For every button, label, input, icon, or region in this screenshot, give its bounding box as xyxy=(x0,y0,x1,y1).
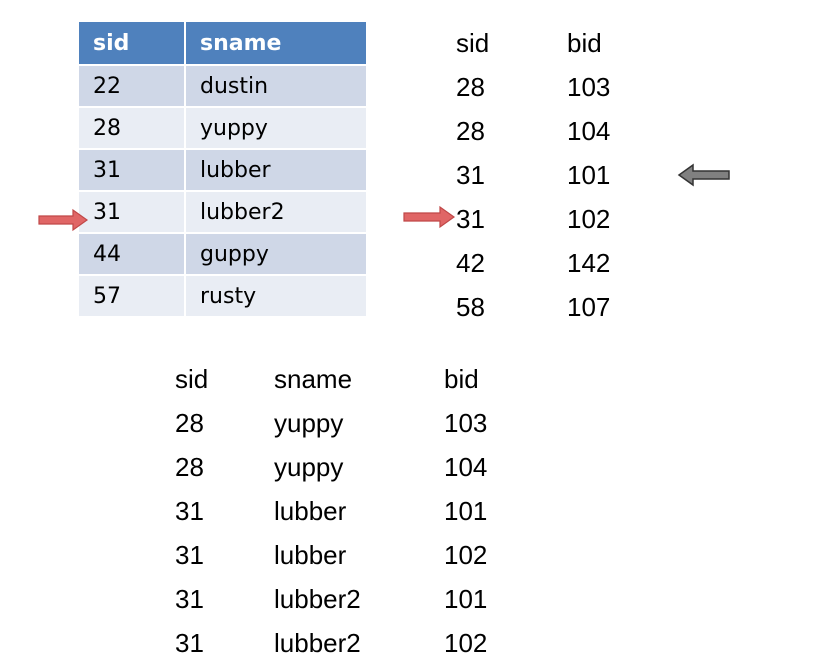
reserves-cell-sid: 28 xyxy=(456,71,485,102)
reserves-cell-sid: 31 xyxy=(456,159,485,190)
reserves-cell-bid: 102 xyxy=(567,203,611,234)
sailors-header-sid: sid xyxy=(77,20,186,66)
result-cell-sid: 28 xyxy=(175,407,204,438)
table-row: 44 guppy xyxy=(77,232,368,276)
result-header-bid: bid xyxy=(444,363,479,394)
sailors-cell-sid: 44 xyxy=(77,232,186,276)
table-row: 31 101 xyxy=(456,153,647,197)
reserves-cell-sid: 28 xyxy=(456,115,485,146)
table-row: 31 lubber2 xyxy=(77,190,368,234)
sailors-cell-sname: guppy xyxy=(184,232,368,276)
sailors-cell-sname: lubber2 xyxy=(184,190,368,234)
result-cell-bid: 101 xyxy=(444,495,488,526)
reserves-cell-bid: 101 xyxy=(567,159,611,190)
reserves-header-sid: sid xyxy=(456,27,490,58)
table-row: 28 yuppy 103 xyxy=(175,401,524,445)
reserves-cell-sid: 31 xyxy=(456,203,485,234)
table-row: 28 103 xyxy=(456,65,647,109)
reserves-header-bid: bid xyxy=(567,27,602,58)
result-header-sid: sid xyxy=(175,363,209,394)
table-row: 28 yuppy xyxy=(77,106,368,150)
result-cell-bid: 102 xyxy=(444,539,488,570)
gray-arrow-icon xyxy=(677,163,730,187)
reserves-cell-sid: 58 xyxy=(456,291,485,322)
sailors-cell-sid: 22 xyxy=(77,64,186,108)
result-cell-bid: 104 xyxy=(444,451,488,482)
table-row: 31 lubber xyxy=(77,148,368,192)
sailors-cell-sname: yuppy xyxy=(184,106,368,150)
sailors-header-row: sid sname xyxy=(77,20,368,66)
result-cell-bid: 103 xyxy=(444,407,488,438)
reserves-cell-bid: 142 xyxy=(567,247,611,278)
table-row: 28 yuppy 104 xyxy=(175,445,524,489)
red-arrow-icon xyxy=(38,208,89,232)
reserves-cell-bid: 104 xyxy=(567,115,611,146)
table-row: 31 lubber 101 xyxy=(175,489,524,533)
table-row: 31 lubber2 101 xyxy=(175,577,524,621)
sailors-cell-sname: rusty xyxy=(184,274,368,318)
reserves-cell-bid: 103 xyxy=(567,71,611,102)
result-cell-sname: yuppy xyxy=(274,407,344,438)
sailors-cell-sid: 28 xyxy=(77,106,186,150)
result-cell-bid: 102 xyxy=(444,627,488,658)
table-row: 28 104 xyxy=(456,109,647,153)
reserves-cell-sid: 42 xyxy=(456,247,485,278)
result-cell-sname: lubber xyxy=(274,495,347,526)
result-cell-sname: lubber2 xyxy=(274,583,361,614)
table-row: 58 107 xyxy=(456,285,647,329)
reserves-cell-bid: 107 xyxy=(567,291,611,322)
table-row: 31 102 xyxy=(456,197,647,241)
sailors-cell-sname: lubber xyxy=(184,148,368,192)
result-cell-sname: lubber xyxy=(274,539,347,570)
sailors-header-sname: sname xyxy=(184,20,368,66)
result-cell-sid: 28 xyxy=(175,451,204,482)
result-cell-sid: 31 xyxy=(175,495,204,526)
result-header-row: sid sname bid xyxy=(175,357,524,401)
reserves-table: sid bid 28 103 28 104 31 101 31 102 42 1… xyxy=(456,21,647,329)
result-table: sid sname bid 28 yuppy 103 28 yuppy 104 … xyxy=(175,357,524,665)
sailors-cell-sid: 57 xyxy=(77,274,186,318)
result-cell-sname: lubber2 xyxy=(274,627,361,658)
reserves-header-row: sid bid xyxy=(456,21,647,65)
table-row: 42 142 xyxy=(456,241,647,285)
table-row: 22 dustin xyxy=(77,64,368,108)
table-row: 57 rusty xyxy=(77,274,368,318)
result-cell-sid: 31 xyxy=(175,583,204,614)
result-cell-sname: yuppy xyxy=(274,451,344,482)
table-row: 31 lubber2 102 xyxy=(175,621,524,665)
result-cell-sid: 31 xyxy=(175,627,204,658)
sailors-cell-sid: 31 xyxy=(77,190,186,234)
result-header-sname: sname xyxy=(274,363,353,394)
sailors-cell-sid: 31 xyxy=(77,148,186,192)
result-cell-sid: 31 xyxy=(175,539,204,570)
sailors-cell-sname: dustin xyxy=(184,64,368,108)
red-arrow-icon xyxy=(403,205,456,229)
result-cell-bid: 101 xyxy=(444,583,488,614)
table-row: 31 lubber 102 xyxy=(175,533,524,577)
sailors-table: sid sname 22 dustin 28 yuppy 31 lubber 3… xyxy=(77,20,368,318)
